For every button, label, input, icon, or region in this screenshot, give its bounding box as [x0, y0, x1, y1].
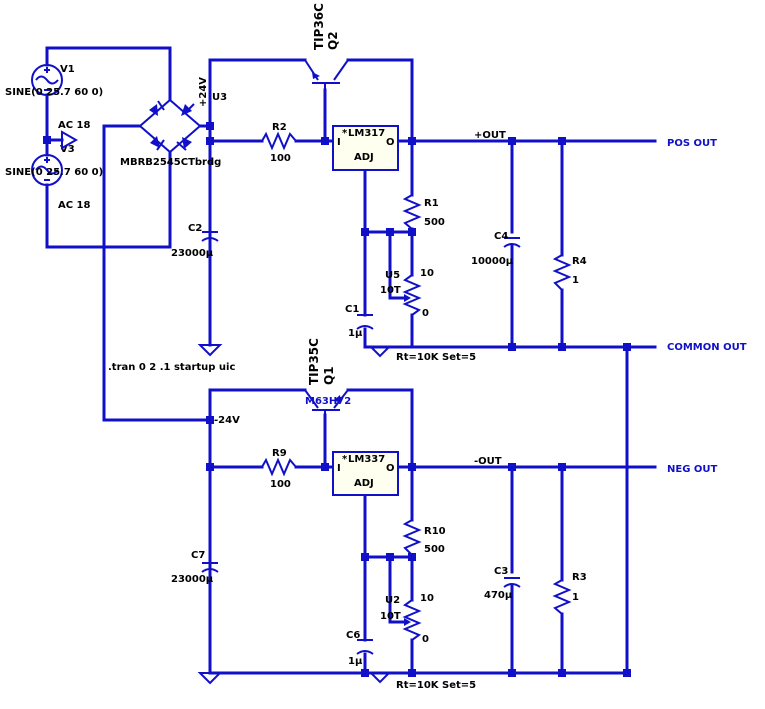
capacitor-c6-ref: C6	[346, 630, 360, 641]
capacitor-c3[interactable]: C3 470µ	[484, 566, 521, 601]
capacitor-c7-ref: C7	[191, 550, 205, 561]
bridge-value: MBRB2545CTbrdg	[120, 157, 221, 168]
label-pos-out: POS OUT	[667, 138, 717, 149]
capacitor-c3-value: 470µ	[484, 590, 513, 601]
lm337-pin1-mark: *	[342, 454, 348, 465]
lm337-name: LM337	[348, 454, 385, 465]
net-u3: U3	[212, 92, 227, 103]
capacitor-c2-ref: C2	[188, 223, 202, 234]
capacitor-c6-value: 1µ	[348, 656, 363, 667]
capacitor-c4-value: 10000µ	[471, 256, 514, 267]
regulator-lm317[interactable]: * LM317 I O ADJ	[332, 125, 399, 171]
potentiometer-u2[interactable]: U2 10T 10 0 Rt=10K Set=5	[380, 593, 476, 691]
transistor-q1-tag: M63H72	[305, 396, 351, 407]
ground-icon	[197, 672, 223, 685]
lm317-pin1-mark: *	[342, 128, 348, 139]
pot-u2-min: 0	[422, 634, 429, 645]
source-v3-value: SINE(0 25.7 60 0)	[5, 167, 103, 178]
pot-u2-turns: 10T	[380, 611, 401, 622]
resistor-r3[interactable]: R3 1	[552, 572, 587, 615]
resistor-r2[interactable]: R2 100	[261, 122, 297, 164]
sim-directive: .tran 0 2 .1 startup uic	[108, 362, 235, 373]
pot-u5-turns: 10T	[380, 285, 401, 296]
net-plus24-top: +24V	[198, 77, 209, 107]
transistor-q1[interactable]: TIP35C Q1 M63H72	[304, 338, 351, 415]
source-v3[interactable]: V3 SINE(0 25.7 60 0) AC 18	[5, 144, 103, 211]
net-minus24: -24V	[214, 415, 240, 426]
transistor-q1-ref: Q1	[322, 366, 336, 385]
pot-u2-spec: Rt=10K Set=5	[396, 680, 476, 691]
junctions	[43, 122, 631, 677]
resistor-r1[interactable]: R1 500	[402, 194, 445, 230]
source-v1-value: SINE(0 25.7 60 0)	[5, 87, 103, 98]
capacitor-c6[interactable]: C6 1µ	[346, 630, 374, 667]
regulator-lm337[interactable]: * LM337 I O ADJ	[332, 451, 399, 496]
resistor-r4-value: 1	[572, 275, 579, 286]
source-v3-label: AC 18	[58, 200, 91, 211]
resistor-r4[interactable]: R4 1	[552, 254, 587, 291]
resistor-r10-ref: R10	[424, 526, 446, 537]
resistor-r3-value: 1	[572, 592, 579, 603]
source-v1[interactable]: V1 SINE(0 25.7 60 0) AC 18	[5, 64, 103, 131]
capacitor-c7-value: 23000µ	[171, 574, 214, 585]
capacitor-c1-value: 1µ	[348, 328, 363, 339]
pot-u5-min: 0	[422, 308, 429, 319]
bridge-rectifier[interactable]: MBRB2545CTbrdg	[120, 98, 221, 168]
resistor-r9-ref: R9	[272, 448, 287, 459]
resistor-r1-value: 500	[424, 217, 445, 228]
resistor-r2-value: 100	[270, 153, 291, 164]
source-v1-label: AC 18	[58, 120, 91, 131]
capacitor-c4-ref: C4	[494, 231, 508, 242]
pot-u2-max: 10	[420, 593, 434, 604]
lm317-pin-adj: ADJ	[354, 152, 374, 163]
label-neg-out: NEG OUT	[667, 464, 718, 475]
lm317-name: LM317	[348, 128, 385, 139]
resistor-r9[interactable]: R9 100	[261, 448, 297, 490]
transistor-q1-type: TIP35C	[307, 338, 321, 385]
net-neg-out: -OUT	[474, 456, 502, 467]
resistor-r9-value: 100	[270, 479, 291, 490]
transistor-q2-ref: Q2	[326, 31, 340, 50]
capacitor-c1-ref: C1	[345, 304, 359, 315]
capacitor-c2[interactable]: C2 23000µ	[171, 223, 219, 259]
resistor-r4-ref: R4	[572, 256, 587, 267]
ground-icon	[197, 344, 223, 357]
wires	[45, 46, 657, 675]
lm337-pin-adj: ADJ	[354, 478, 374, 489]
lm337-pin-out: O	[386, 463, 395, 474]
capacitor-c2-value: 23000µ	[171, 248, 214, 259]
pot-u5-ref: U5	[385, 270, 400, 281]
lm317-pin-out: O	[386, 137, 395, 148]
resistor-r1-ref: R1	[424, 198, 439, 209]
capacitor-c7[interactable]: C7 23000µ	[171, 550, 219, 585]
transistor-q2-type: TIP36C	[312, 3, 326, 50]
ground-arrow-icon	[61, 130, 79, 150]
ground-icon	[368, 672, 392, 684]
pot-u5-spec: Rt=10K Set=5	[396, 352, 476, 363]
lm337-pin-in: I	[337, 463, 341, 474]
lm317-pin-in: I	[337, 137, 341, 148]
resistor-r10-value: 500	[424, 544, 445, 555]
pot-u5-max: 10	[420, 268, 434, 279]
ground-icon	[368, 346, 392, 358]
source-v1-ref: V1	[60, 64, 75, 75]
resistor-r2-ref: R2	[272, 122, 287, 133]
capacitor-c3-ref: C3	[494, 566, 508, 577]
source-v3-ref: V3	[60, 144, 75, 155]
capacitor-c4[interactable]: C4 10000µ	[471, 231, 521, 267]
label-common-out: COMMON OUT	[667, 342, 747, 353]
transistor-q2[interactable]: TIP36C Q2	[304, 3, 349, 90]
resistor-r3-ref: R3	[572, 572, 587, 583]
resistor-r10[interactable]: R10 500	[402, 519, 446, 556]
capacitor-c1[interactable]: C1 1µ	[345, 304, 374, 339]
potentiometer-u5[interactable]: U5 10T 10 0 Rt=10K Set=5	[380, 268, 476, 363]
net-pos-out: +OUT	[474, 130, 506, 141]
pot-u2-ref: U2	[385, 595, 400, 606]
